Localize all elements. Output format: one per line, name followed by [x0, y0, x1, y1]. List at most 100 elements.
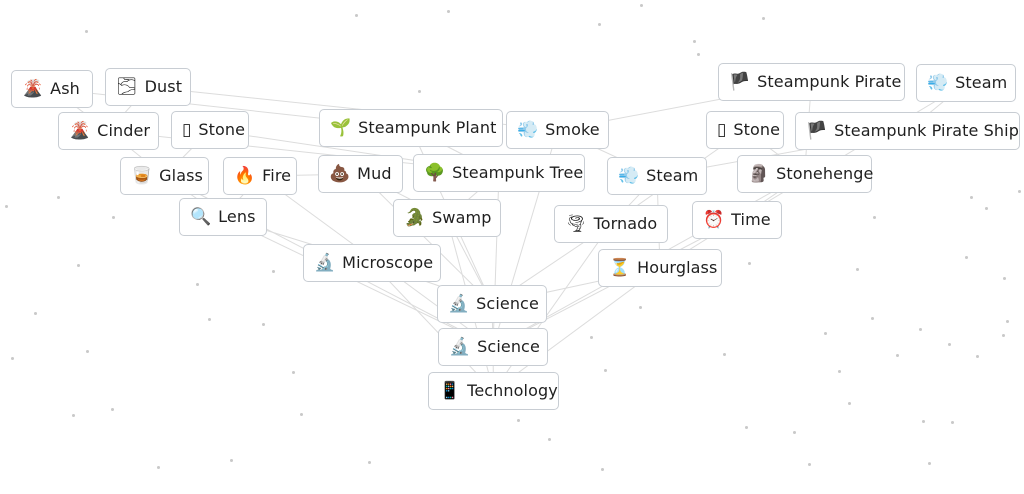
background-dot [418, 90, 421, 93]
element-cinder[interactable]: 🌋 Cinder [58, 112, 159, 150]
element-time[interactable]: ⏰Time [692, 201, 782, 239]
background-dot [896, 354, 899, 357]
element-smoke[interactable]: 💨 Smoke [506, 111, 609, 149]
background-dot [208, 318, 211, 321]
element-steampunk-tree[interactable]: 🌳Steampunk Tree [413, 154, 585, 192]
background-dot [928, 462, 931, 465]
element-label: Steam [955, 73, 1008, 92]
element-label: Stonehenge [776, 164, 874, 183]
element-label: Steampunk Plant [358, 118, 497, 137]
seedling-icon: 🌱 [330, 117, 352, 138]
element-glass[interactable]: 🥃 Glass [120, 157, 209, 195]
hourglass-icon: ⏳ [609, 257, 631, 278]
stone-icon: ▯ [717, 119, 727, 140]
background-dot [762, 17, 765, 20]
element-label: Mud [357, 164, 392, 183]
background-dot [196, 283, 199, 286]
background-dot [723, 353, 726, 356]
background-dot [262, 323, 265, 326]
element-label: Stone [733, 120, 781, 139]
element-lens[interactable]: 🔍Lens [179, 198, 267, 236]
background-dot [1006, 320, 1009, 323]
background-dot [157, 466, 160, 469]
element-label: Smoke [545, 120, 600, 139]
background-dot [111, 408, 114, 411]
background-dot [856, 268, 859, 271]
background-dot [970, 196, 973, 199]
connection-line [222, 216, 494, 348]
background-dot [77, 264, 80, 267]
background-dot [808, 463, 811, 466]
background-dot [355, 14, 358, 17]
element-steam[interactable]: 💨Steam [607, 157, 707, 195]
stone-icon: ▯ [182, 119, 192, 140]
connection-line [360, 173, 493, 305]
background-dot [948, 343, 951, 346]
element-science[interactable]: 🔬Science [438, 328, 548, 366]
background-dot [1003, 277, 1006, 280]
crocodile-icon: 🐊 [404, 207, 426, 228]
background-dot [748, 262, 751, 265]
element-steampunk-pirate[interactable]: 🏴Steampunk Pirate [718, 63, 905, 101]
element-label: Tornado [593, 214, 658, 233]
phone-icon: 📱 [439, 380, 461, 401]
background-dot [85, 30, 88, 33]
element-label: Steampunk Pirate [757, 72, 902, 91]
element-steampunk-pirate-ship[interactable]: 🏴 Steampunk Pirate Ship [795, 112, 1020, 150]
element-label: Cinder [97, 121, 151, 140]
background-dot [590, 336, 593, 339]
element-science[interactable]: 🔬 Science [437, 285, 547, 323]
element-label: Science [477, 337, 540, 356]
element-microscope[interactable]: 🔬Microscope [303, 244, 441, 282]
background-dot [1018, 190, 1021, 193]
background-dot [693, 40, 696, 43]
tornado-icon: 🌪 [565, 213, 587, 234]
tree-icon: 🌳 [424, 162, 446, 183]
smoke-puff-icon: 💨 [517, 119, 539, 140]
element-steampunk-plant[interactable]: 🌱 Steampunk Plant [319, 109, 503, 147]
waves-icon: 🌫 [116, 76, 138, 97]
element-swamp[interactable]: 🐊 Swamp [393, 199, 501, 237]
element-mud[interactable]: 💩 Mud [318, 155, 403, 193]
element-technology[interactable]: 📱 Technology [428, 372, 559, 410]
background-dot [1002, 334, 1005, 337]
background-dot [11, 357, 14, 360]
background-dot [57, 196, 60, 199]
element-stone[interactable]: ▯ Stone [171, 111, 249, 149]
microscope-icon: 🔬 [448, 293, 470, 314]
magnifier-icon: 🔍 [190, 206, 212, 227]
background-dot [951, 421, 954, 424]
connection-line [736, 82, 967, 221]
element-stonehenge[interactable]: 🗿Stonehenge [737, 155, 874, 193]
element-hourglass[interactable]: ⏳Hourglass [598, 249, 722, 287]
element-steam[interactable]: 💨Steam [916, 64, 1016, 102]
connection-line [371, 262, 494, 392]
element-label: Ash [50, 79, 80, 98]
background-dot [871, 317, 874, 320]
element-stone[interactable]: ▯ Stone [706, 111, 784, 149]
element-label: Science [476, 294, 539, 313]
mud-icon: 💩 [329, 163, 351, 184]
pirate-flag-icon: 🏴 [806, 120, 828, 141]
element-label: Swamp [432, 208, 492, 227]
volcano-icon: 🌋 [69, 120, 91, 141]
element-fire[interactable]: 🔥Fire [223, 157, 297, 195]
alarm-clock-icon: ⏰ [703, 209, 725, 230]
element-label: Glass [159, 166, 203, 185]
element-ash[interactable]: 🌋Ash [11, 70, 93, 108]
background-dot [965, 256, 968, 259]
element-label: Technology [467, 381, 558, 400]
element-label: Steampunk Pirate Ship [834, 121, 1019, 140]
glass-icon: 🥃 [131, 165, 153, 186]
background-dot [745, 426, 748, 429]
background-dot [447, 10, 450, 13]
background-dot [5, 205, 8, 208]
element-label: Stone [198, 120, 246, 139]
background-dot [873, 216, 876, 219]
element-dust[interactable]: 🌫Dust [105, 68, 191, 106]
steam-puff-icon: 💨 [618, 165, 640, 186]
background-dot [922, 420, 925, 423]
element-tornado[interactable]: 🌪 Tornado [554, 205, 668, 243]
background-dot [793, 431, 796, 434]
